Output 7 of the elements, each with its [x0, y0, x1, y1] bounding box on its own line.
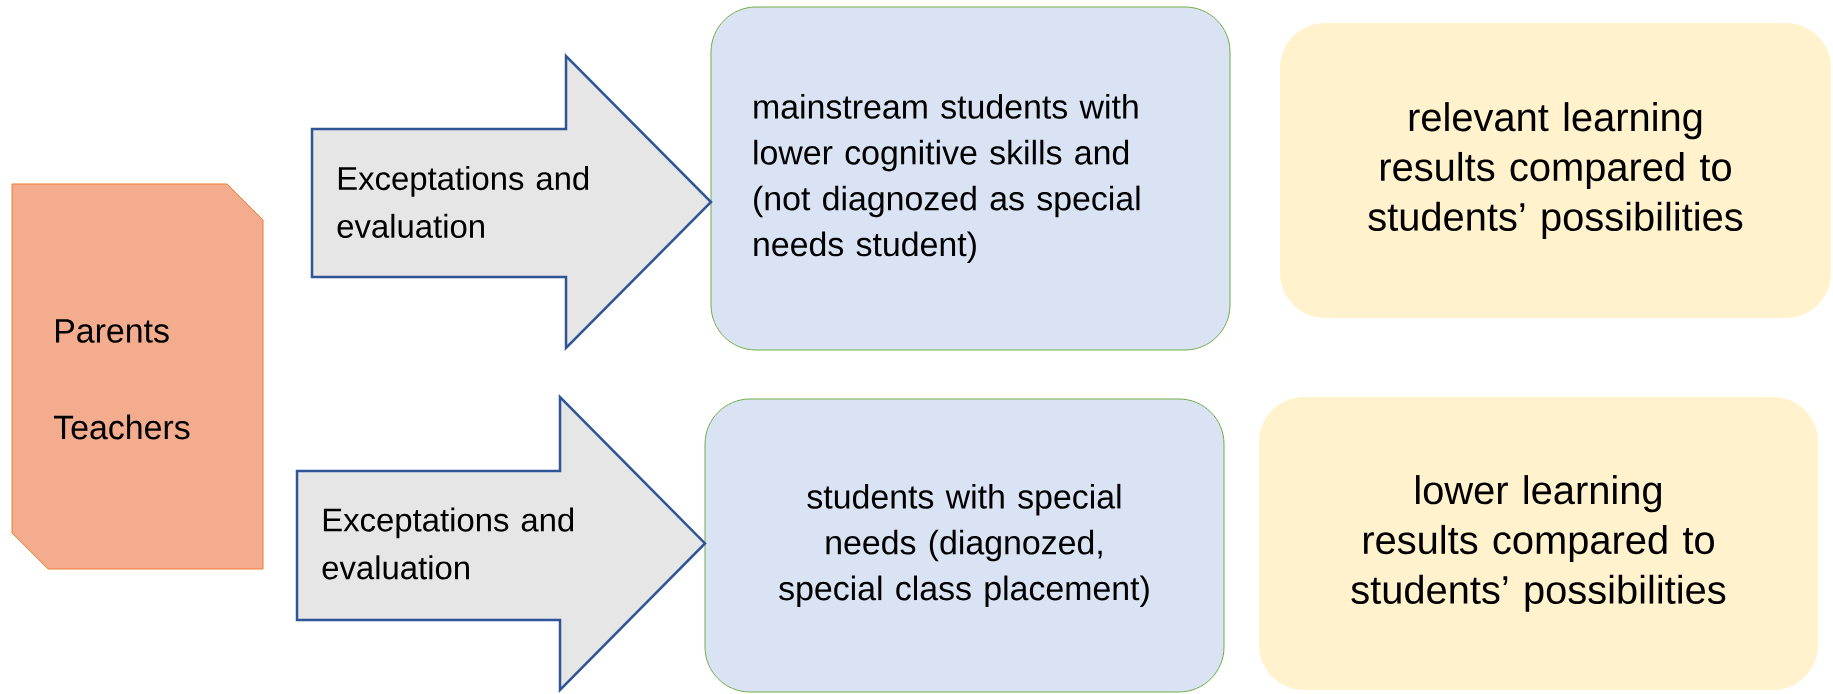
result-box: lower learning results compared to students’ possibilities: [1259, 397, 1818, 690]
result-box: relevant learning results compared to students’ possibilities: [1280, 23, 1831, 318]
edge-label: Exceptations and evaluation: [321, 507, 587, 580]
edge-label: Exceptations and evaluation: [336, 166, 602, 238]
people-box: Parents Teachers: [11, 183, 264, 570]
student-box: students with special needs (diagnozed, special class placement): [704, 398, 1225, 693]
student-box: mainstream students with lower cognitive skills and (not diagnozed as special needs student): [710, 6, 1231, 351]
